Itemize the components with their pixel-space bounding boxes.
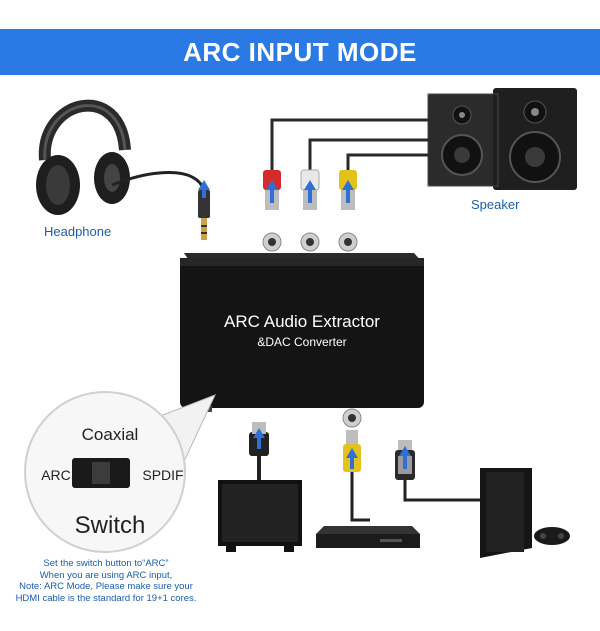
switch-zoom-callout: Coaxial ARC SPDIF Switch (24, 391, 216, 553)
rca-cables (263, 118, 430, 210)
tv-image (218, 480, 302, 552)
headphone-label: Headphone (44, 224, 112, 239)
dvd-player-image (316, 526, 420, 548)
switch-label-spdif: SPDIF (142, 467, 183, 483)
device-box: ARC Audio Extractor &DAC Converter (180, 232, 424, 428)
banner-title: ARC INPUT MODE (183, 37, 417, 67)
device-subtitle: &DAC Converter (257, 335, 346, 349)
game-console-image (480, 468, 570, 558)
note-line: Note: ARC Mode, Please make sure your (19, 581, 193, 592)
switch-label-switch: Switch (75, 512, 146, 539)
audio-jack-plug (198, 180, 210, 240)
note-line: Set the switch button to“ARC” (43, 558, 169, 569)
title-banner: ARC INPUT MODE (0, 29, 600, 75)
instruction-note: Set the switch button to“ARC” When you a… (6, 558, 206, 604)
speaker-pair-image (427, 88, 577, 190)
arrow-up-icon (198, 180, 210, 190)
switch-label-arc: ARC (41, 467, 71, 483)
device-title: ARC Audio Extractor (224, 312, 380, 331)
coaxial-cable (343, 430, 370, 522)
optical-cable (395, 440, 480, 502)
note-line: When you are using ARC input, (39, 569, 173, 581)
speaker-label: Speaker (471, 197, 520, 212)
switch-label-coaxial: Coaxial (82, 425, 139, 444)
note-line: HDMI cable is the standard for 19+1 core… (15, 592, 197, 604)
headphone-image (36, 99, 206, 215)
hdmi-cable (249, 422, 269, 490)
